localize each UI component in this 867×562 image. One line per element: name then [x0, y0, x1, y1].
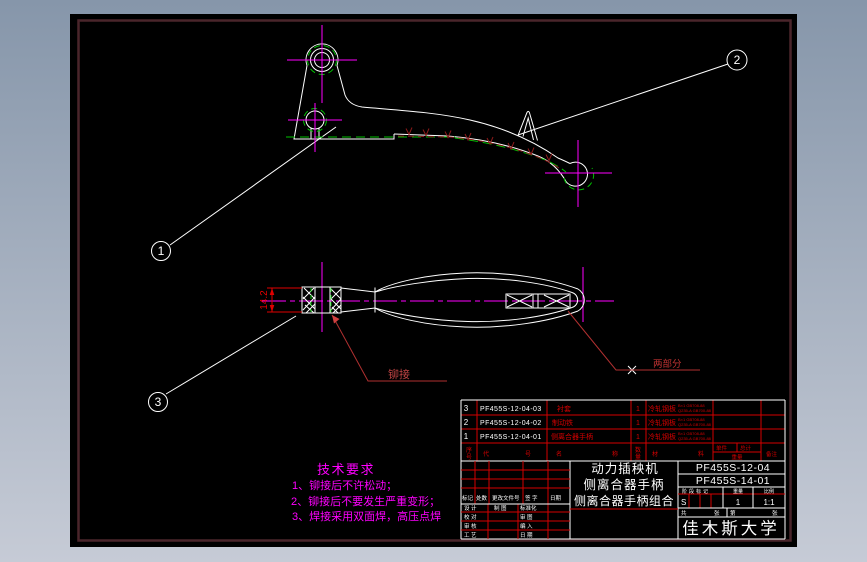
row2-spec2: Q235-A GB700-88 — [678, 422, 712, 427]
weight-value: 1 — [736, 498, 741, 507]
row1-spec2: Q235-A GB700-88 — [678, 436, 712, 441]
sheet-no-label: 第 — [730, 509, 736, 517]
scale-label: 比例 — [764, 488, 774, 495]
sign-check: 校 对 — [464, 513, 477, 521]
row2-code: PF455S-12-04-02 — [480, 420, 542, 427]
row2-no: 2 — [464, 418, 469, 427]
sheet-total-unit: 张 — [714, 509, 720, 517]
title-block-center-text: 动力插秧机 侧离合器手柄 侧离合器手柄组合 — [574, 462, 674, 508]
balloon-1-circle — [151, 241, 171, 261]
sign-audit: 审 核 — [464, 522, 477, 530]
technical-requirements: 技术要求 1、铆接后不许松动； 2、铆接后不要发生严重变形； 3、焊接采用双面焊… — [291, 462, 441, 523]
centerlines-magenta — [262, 25, 614, 332]
techreq-title: 技术要求 — [317, 462, 375, 477]
scale-value: 1:1 — [763, 498, 775, 507]
row3-qty: 1 — [636, 406, 640, 413]
title-block-right-text: PF455S-12-04 PF455S-14-01 阶段标记 重量 比例 S 1… — [681, 462, 780, 538]
paper-background — [70, 14, 797, 547]
parts-table-headers: 序 号 代号 名称 数 量 材料 单件 总计 重量 备注 — [466, 444, 778, 461]
parts-table-grid — [461, 400, 785, 461]
annotation-leaders — [331, 310, 700, 382]
sign-process: 工 艺 — [464, 532, 477, 539]
sheet-total-label: 共 — [681, 509, 687, 517]
rev-file: 更改文件号 — [492, 494, 520, 502]
title-block-left-text: 标记 处数 更改文件号 签 字 日期 设 计 制 图 标准化 校 对 审 图 审… — [462, 494, 562, 539]
row1-qty: 1 — [636, 434, 640, 441]
balloon-1-label: 1 — [158, 244, 165, 258]
row3-code: PF455S-12-04-03 — [480, 406, 542, 413]
hdr-qty-bot: 量 — [635, 454, 641, 461]
row2-spec1: B×1 GB708-88 — [678, 417, 705, 422]
row1-code: PF455S-12-04-01 — [480, 434, 542, 441]
row3-material: 冷轧钢板 — [648, 404, 676, 413]
techreq-item-2: 2、铆接后不要发生严重变形； — [291, 494, 440, 508]
sign-standard: 标准化 — [520, 504, 537, 512]
hdr-unit: 单件 — [716, 444, 728, 452]
university-name: 佳木斯大学 — [682, 519, 780, 538]
hdr-qty-top: 数 — [635, 446, 641, 454]
two-parts-label: 两部分 — [653, 358, 682, 370]
row1-name: 侧离合器手柄 — [551, 432, 593, 441]
title-block-grid-red — [461, 461, 785, 539]
hdr-total: 总计 — [740, 444, 752, 452]
row3-name: 衬套 — [557, 404, 571, 413]
leader-arrowheads — [332, 315, 340, 324]
balloon-3-label: 3 — [155, 395, 162, 409]
parts-rows: 3 PF455S-12-04-03 衬套 1 冷轧钢板 B×1 GB708-88… — [464, 403, 712, 441]
balloon-callouts — [148, 49, 748, 412]
techreq-item-1: 1、铆接后不许松动； — [292, 478, 397, 492]
balloon-numbers: 1 2 3 — [155, 53, 741, 409]
stage-value: S — [681, 498, 686, 507]
row1-material: 冷轧钢板 — [648, 432, 676, 441]
product-name: 动力插秧机 — [591, 462, 659, 476]
hdr-name: 名称 — [556, 450, 668, 458]
rev-sign: 签 字 — [525, 494, 538, 502]
rev-count: 处数 — [476, 494, 488, 502]
hdr-no-top: 序 — [466, 446, 472, 454]
sign-entry: 编 入 — [520, 522, 533, 530]
sheet-no-unit: 张 — [772, 509, 778, 517]
riveting-label: 铆接 — [388, 367, 410, 381]
weld-marks — [397, 127, 563, 171]
stage-label: 阶段标记 — [682, 488, 710, 495]
row3-spec1: B×1 GB708-88 — [678, 403, 705, 408]
hidden-lines-green-2 — [310, 288, 332, 312]
sign-draw: 制 图 — [494, 504, 507, 512]
sign-review: 审 图 — [520, 513, 533, 521]
assembly-name: 侧离合器手柄组合 — [574, 493, 674, 508]
hdr-no-bot: 号 — [466, 454, 472, 461]
view-plan — [301, 272, 638, 375]
rev-mark: 标记 — [462, 494, 474, 502]
row1-spec1: B×1 GB708-88 — [678, 431, 705, 436]
dimension-14-2: 14.2 — [259, 290, 270, 310]
balloon-3-circle — [148, 392, 168, 412]
techreq-item-3: 3、焊接采用双面焊，高压点焊 — [292, 509, 441, 523]
drawing-number-1: PF455S-12-04 — [696, 462, 770, 474]
dimension-arrows — [269, 288, 275, 312]
hdr-material: 材料 — [652, 450, 744, 458]
row2-qty: 1 — [636, 420, 640, 427]
row2-material: 冷轧钢板 — [648, 418, 676, 427]
row2-name: 制动铁 — [552, 418, 573, 427]
view-side — [165, 43, 729, 395]
sign-design: 设 计 — [464, 504, 477, 512]
hdr-remark: 备注 — [766, 450, 778, 458]
balloon-2-label: 2 — [734, 53, 741, 67]
border-frame — [77, 19, 792, 542]
row3-spec2: Q235-A GB700-88 — [678, 408, 712, 413]
hdr-code: 代号 — [483, 450, 567, 458]
row3-no: 3 — [464, 404, 469, 413]
part-name: 侧离合器手柄 — [583, 477, 664, 492]
title-block-grid-white — [461, 473, 785, 518]
sign-date: 日 期 — [520, 532, 533, 539]
drawing-number-2: PF455S-14-01 — [696, 475, 770, 487]
rev-date: 日期 — [550, 495, 562, 502]
weight-label: 重量 — [733, 488, 743, 495]
row1-no: 1 — [464, 432, 469, 441]
table-outer-white — [460, 399, 786, 540]
balloon-2-circle — [726, 49, 748, 71]
hdr-weight: 重量 — [731, 453, 743, 461]
